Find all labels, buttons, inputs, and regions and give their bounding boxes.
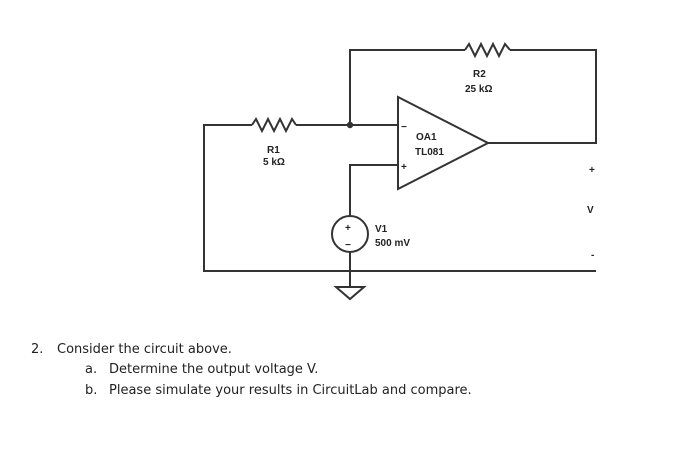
r1-name-label: R1 <box>267 145 280 156</box>
resistor-r2-symbol <box>464 41 511 59</box>
question-part-a: a. Determine the output voltage V. <box>85 362 318 377</box>
question-line: 2. Consider the circuit above. <box>31 342 232 357</box>
source-plus-sign: + <box>345 223 351 234</box>
voltage-source-circle <box>331 215 369 253</box>
opamp-model-label: TL081 <box>415 147 444 158</box>
wire-top-feedback-right <box>488 49 597 144</box>
opamp-name-label: OA1 <box>416 132 437 143</box>
output-voltage-label: V <box>587 205 594 216</box>
part-a-label: a. <box>85 362 98 377</box>
question-text: Consider the circuit above. <box>57 342 232 357</box>
opamp-triangle <box>397 95 491 191</box>
question-number: 2. <box>31 342 44 357</box>
output-minus-sign: - <box>591 250 594 261</box>
ground-icon <box>333 286 367 301</box>
wire-top-feedback <box>349 49 465 125</box>
opamp-noninverting-sign: + <box>401 162 407 173</box>
source-name-label: V1 <box>375 224 388 235</box>
resistor-r1-symbol <box>251 116 297 134</box>
opamp-inverting-sign: − <box>401 122 407 133</box>
r2-value-label: 25 kΩ <box>465 84 492 95</box>
junction-node <box>346 121 354 129</box>
part-b-label: b. <box>85 383 98 398</box>
part-a-text: Determine the output voltage V. <box>109 362 319 377</box>
r1-value-label: 5 kΩ <box>263 157 285 168</box>
question-part-b: b. Please simulate your results in Circu… <box>85 383 472 398</box>
wires <box>203 49 597 287</box>
source-value-label: 500 mV <box>375 238 410 249</box>
source-minus-sign: − <box>345 240 351 251</box>
op-amp-circuit-diagram: R2 25 kΩ R1 5 kΩ − + OA1 TL081 + − V1 50… <box>203 41 597 301</box>
part-b-text: Please simulate your results in CircuitL… <box>109 383 472 398</box>
output-plus-sign: + <box>589 165 595 176</box>
wire-noninverting <box>349 164 398 216</box>
wire-left-loop <box>203 124 596 272</box>
r2-name-label: R2 <box>473 69 486 80</box>
